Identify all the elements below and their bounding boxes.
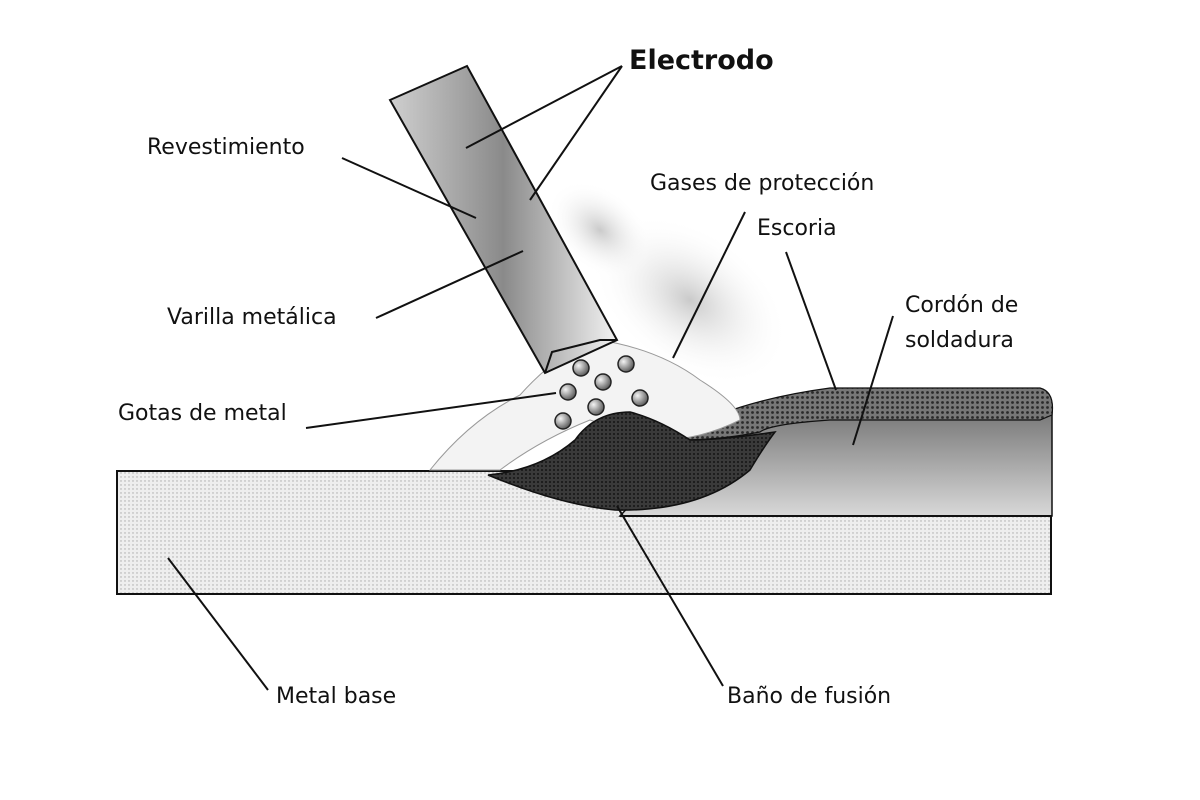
label-coating: Revestimiento (147, 135, 305, 160)
electrode (388, 64, 619, 375)
leader-droplets (305, 392, 557, 429)
leader-base-metal (167, 557, 269, 691)
leader-coating (341, 157, 477, 219)
smoke-cloud (547, 180, 653, 280)
label-weld-pool: Baño de fusión (727, 684, 892, 709)
leader-rod (375, 250, 524, 319)
label-gases: Gases de protección (650, 171, 875, 196)
label-bead-line1: Cordón de (905, 293, 1019, 318)
slag-layer (679, 387, 1054, 441)
metal-droplets (554, 355, 649, 430)
leader-gases (672, 211, 746, 359)
label-electrode: Electrodo (629, 45, 774, 76)
leader-weld-pool (616, 505, 724, 687)
label-droplets: Gotas de metal (118, 401, 287, 426)
leader-slag (785, 251, 837, 391)
leader-bead (852, 315, 894, 446)
label-bead-line2: soldadura (905, 328, 1014, 353)
label-rod: Varilla metálica (167, 305, 337, 330)
label-base-metal: Metal base (276, 684, 397, 709)
leader-electrode-2 (529, 65, 623, 201)
weld-pool-shape (487, 411, 777, 511)
leader-electrode-1 (465, 65, 623, 149)
label-slag: Escoria (757, 216, 837, 241)
